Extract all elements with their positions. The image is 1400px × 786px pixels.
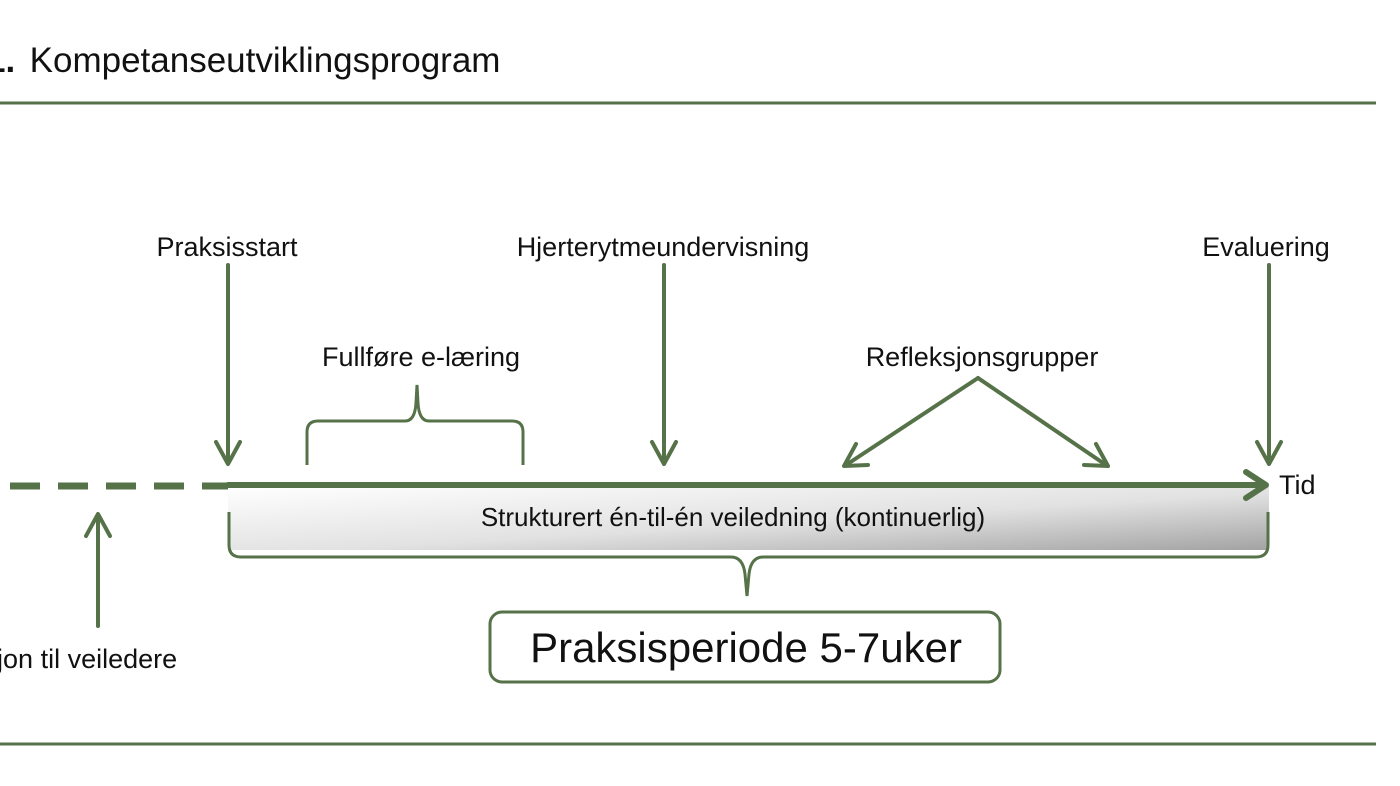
elaering-label: Fullføre e-læring <box>322 342 520 372</box>
refleksjon-right-arrowhead-icon <box>1082 442 1110 468</box>
time-axis-arrowhead-icon <box>1243 469 1269 501</box>
figure-title-text: Kompetanseutviklingsprogram <box>30 41 501 80</box>
period-label: Praksisperiode 5-7uker <box>530 624 962 671</box>
hjerterytme-arrowhead-icon <box>650 440 678 466</box>
refleksjon-arrow-right <box>976 376 1108 467</box>
evaluering-label: Evaluering <box>1202 232 1330 262</box>
info-label: Informasjon til veiledere <box>0 644 177 674</box>
guidance-bar <box>228 486 1269 550</box>
refleksjon-arrow-left <box>844 376 980 467</box>
period-brace <box>227 512 1270 597</box>
elaering-bracket <box>305 384 525 465</box>
refleksjon-left-arrowhead-icon <box>842 442 870 468</box>
evaluering-arrowhead-icon <box>1255 440 1283 466</box>
praksisstart-label: Praksisstart <box>156 232 298 262</box>
info-arrowhead-icon <box>84 512 112 538</box>
period-box <box>488 610 1002 684</box>
guidance-bar-label: Strukturert én-til-én veiledning (kontin… <box>481 502 985 532</box>
figure-number: 1. <box>0 41 15 80</box>
praksisstart-arrowhead-icon <box>214 440 242 466</box>
hjerterytme-label: Hjerterytmeundervisning <box>517 232 810 262</box>
time-axis-label: Tid <box>1279 470 1316 500</box>
figure-title: 1. Kompetanseutviklingsprogram <box>0 41 500 80</box>
refleksjon-label: Refleksjonsgrupper <box>866 342 1099 372</box>
